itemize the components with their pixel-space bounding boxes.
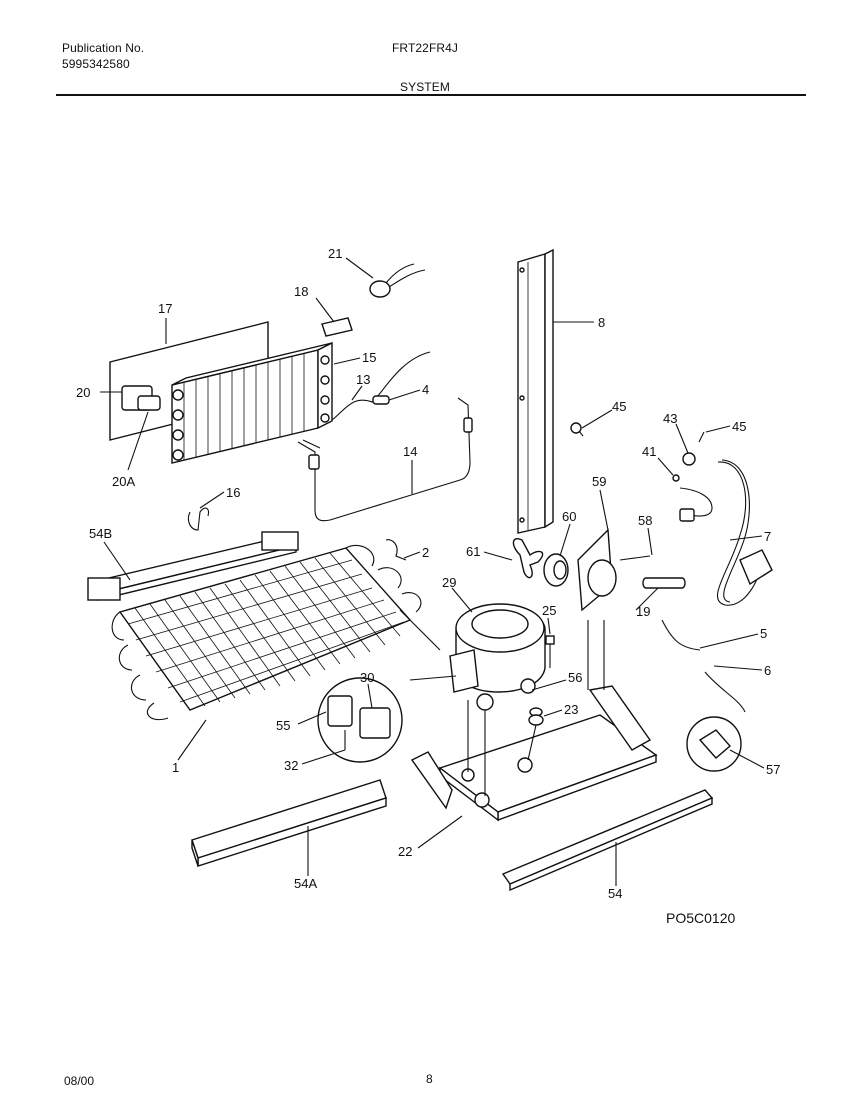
part-29-compressor bbox=[409, 603, 546, 711]
evaporator-assembly bbox=[109, 321, 333, 464]
callout-13: 13 bbox=[356, 372, 370, 387]
part-1-condenser bbox=[111, 544, 441, 721]
fan-motor-assembly bbox=[512, 528, 686, 612]
callout-29: 29 bbox=[442, 575, 456, 590]
part-54a-rail bbox=[191, 779, 387, 867]
part-21-thermostat bbox=[369, 263, 426, 298]
callout-25: 25 bbox=[542, 603, 556, 618]
callout-54a: 54A bbox=[294, 876, 317, 891]
callout-18: 18 bbox=[294, 284, 308, 299]
callout-43: 43 bbox=[663, 411, 677, 426]
callout-22: 22 bbox=[398, 844, 412, 859]
leader-lines bbox=[100, 257, 765, 886]
callout-41: 41 bbox=[642, 444, 656, 459]
callout-23: 23 bbox=[564, 702, 578, 717]
callout-4: 4 bbox=[422, 382, 429, 397]
callout-54: 54 bbox=[608, 886, 622, 901]
callout-60: 60 bbox=[562, 509, 576, 524]
callout-30: 30 bbox=[360, 670, 374, 685]
callout-6: 6 bbox=[764, 663, 771, 678]
part-2-clip bbox=[385, 539, 407, 561]
callout-45b: 45 bbox=[732, 419, 746, 434]
publication-number: 5995342580 bbox=[62, 57, 130, 71]
part-22-base bbox=[410, 620, 658, 822]
callout-57: 57 bbox=[766, 762, 780, 777]
callout-21: 21 bbox=[328, 246, 342, 261]
callout-56: 56 bbox=[568, 670, 582, 685]
part-16-clip bbox=[187, 507, 209, 531]
callout-20: 20 bbox=[76, 385, 90, 400]
part-54b-brace bbox=[87, 531, 299, 601]
callout-2: 2 bbox=[422, 545, 429, 560]
publication-label: Publication No. bbox=[62, 41, 145, 55]
part-54-rail bbox=[501, 789, 714, 892]
part-18 bbox=[321, 317, 353, 337]
callout-17: 17 bbox=[158, 301, 172, 316]
revision-date: 08/00 bbox=[64, 1074, 95, 1088]
callout-16: 16 bbox=[226, 485, 240, 500]
callout-61: 61 bbox=[466, 544, 480, 559]
part-7-power-cord bbox=[679, 459, 773, 606]
page-number: 8 bbox=[426, 1072, 433, 1086]
section-title: SYSTEM bbox=[400, 80, 450, 94]
callout-20a: 20A bbox=[112, 474, 135, 489]
part-13-4-heater-lead bbox=[331, 351, 431, 421]
callout-58: 58 bbox=[638, 513, 652, 528]
screw-parts bbox=[570, 422, 705, 482]
callout-45a: 45 bbox=[612, 399, 626, 414]
part-57-inset bbox=[686, 716, 742, 772]
callout-55: 55 bbox=[276, 718, 290, 733]
callout-32: 32 bbox=[284, 758, 298, 773]
callout-7: 7 bbox=[764, 529, 771, 544]
part-8-channel bbox=[517, 248, 554, 534]
callout-5: 5 bbox=[760, 626, 767, 641]
callout-1: 1 bbox=[172, 760, 179, 775]
part-25-23-hardware bbox=[528, 635, 555, 726]
part-14-tubing bbox=[297, 397, 473, 522]
callout-14: 14 bbox=[403, 444, 417, 459]
diagram-code: PO5C0120 bbox=[666, 910, 735, 926]
header-rule bbox=[56, 94, 806, 96]
callout-19: 19 bbox=[636, 604, 650, 619]
relay-inset bbox=[317, 677, 403, 763]
callout-labels: 21 18 17 15 13 4 20 20A 14 16 8 45 43 45… bbox=[76, 246, 780, 926]
model-number: FRT22FR4J bbox=[392, 41, 459, 55]
callout-8: 8 bbox=[598, 315, 605, 330]
callout-59: 59 bbox=[592, 474, 606, 489]
callout-15: 15 bbox=[362, 350, 376, 365]
callout-54b: 54B bbox=[89, 526, 112, 541]
